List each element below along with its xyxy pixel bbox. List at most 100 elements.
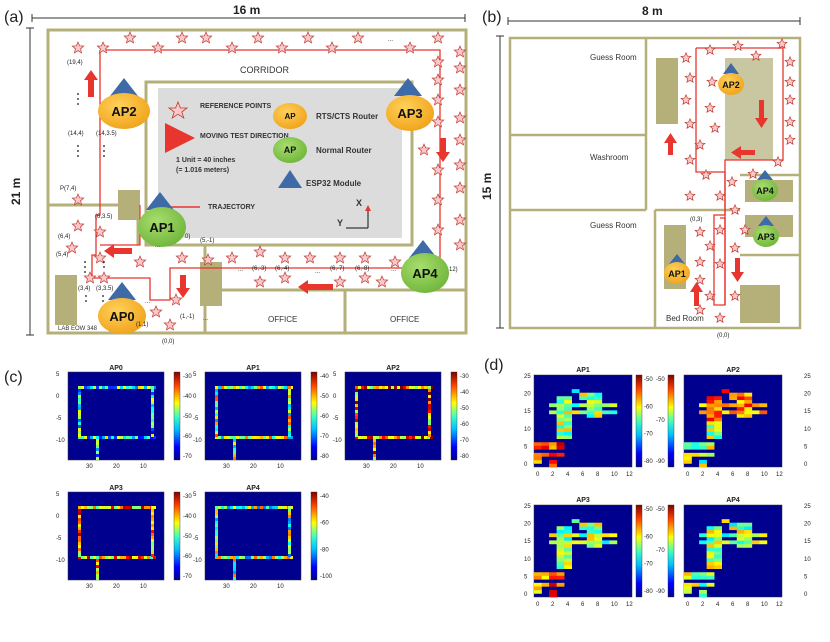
y-tick: -5 xyxy=(56,536,62,542)
y-tick: 10 xyxy=(804,557,811,563)
coord-5-m1: (5,-1) xyxy=(200,238,214,244)
reference-star-icon xyxy=(784,75,796,87)
colorbar-tick: -40 xyxy=(183,394,192,400)
reference-star-icon xyxy=(388,255,402,268)
reference-star-icon xyxy=(93,251,107,264)
y-tick: 0 xyxy=(524,592,528,598)
reference-star-icon xyxy=(133,255,147,268)
heatmap-title: AP1 xyxy=(246,365,260,372)
colorbar-tick: -60 xyxy=(644,534,653,540)
reference-star-icon xyxy=(706,75,718,87)
y-tick: -5 xyxy=(333,416,339,422)
reference-star-icon xyxy=(684,71,696,83)
colorbar-tick: -50 xyxy=(656,377,665,383)
ap0-label-a: AP0 xyxy=(109,309,134,324)
reference-star-icon xyxy=(772,155,784,167)
y-tick: 20 xyxy=(524,392,531,398)
x-tick: 10 xyxy=(277,464,284,470)
y-tick: 5 xyxy=(193,492,197,498)
reference-star-icon xyxy=(709,121,721,133)
reference-star-icon xyxy=(431,223,445,236)
svg-text:AP3: AP3 xyxy=(757,232,775,242)
colorbar-tick: -50 xyxy=(183,534,192,540)
y-tick: 5 xyxy=(193,372,197,378)
reference-star-icon xyxy=(163,318,177,331)
width-dimension-b: 8 m xyxy=(642,4,663,18)
svg-text:AP2: AP2 xyxy=(722,80,740,90)
reference-star-icon xyxy=(784,115,796,127)
svg-text:...: ... xyxy=(155,243,160,249)
colorbar-tick: -60 xyxy=(183,434,192,440)
x-tick: 30 xyxy=(86,584,93,590)
reference-star-icon xyxy=(453,111,467,124)
y-tick: 15 xyxy=(804,539,811,545)
y-tick: 0 xyxy=(193,514,197,520)
reference-star-icon xyxy=(714,189,726,201)
colorbar-tick: -30 xyxy=(183,494,192,500)
reference-star-icon xyxy=(96,41,110,54)
colorbar xyxy=(310,371,318,461)
reference-star-icon xyxy=(453,133,467,146)
x-tick: 4 xyxy=(716,472,720,478)
reference-star-icon xyxy=(431,73,445,86)
reference-star-icon xyxy=(453,83,467,96)
coord-6-35: (6,3.5) xyxy=(95,214,112,220)
x-tick: 12 xyxy=(626,472,633,478)
colorbar-tick: -30 xyxy=(183,374,192,380)
coord-12-partial: 12) xyxy=(449,267,458,273)
panel-label-c: (c) xyxy=(4,369,23,386)
reference-star-icon xyxy=(375,275,389,288)
reference-star-icon xyxy=(700,168,712,180)
svg-text:...: ... xyxy=(238,267,243,273)
y-tick: 5 xyxy=(524,444,528,450)
legend: REFERENCE POINTS MOVING TEST DIRECTION 1… xyxy=(165,100,378,229)
heatmap-title: AP4 xyxy=(726,497,740,504)
reference-star-icon xyxy=(680,51,692,63)
room-guess-1: Guess Room xyxy=(590,53,637,62)
y-tick: 5 xyxy=(56,372,60,378)
x-tick: 20 xyxy=(113,464,120,470)
x-tick: 0 xyxy=(686,602,690,608)
legend-rts: RTS/CTS Router xyxy=(316,112,378,121)
reference-star-icon xyxy=(303,251,317,264)
reference-star-icon xyxy=(169,293,183,306)
y-tick: 25 xyxy=(524,504,531,510)
colorbar xyxy=(450,371,458,461)
reference-star-icon xyxy=(253,275,267,288)
x-tick: 0 xyxy=(536,472,540,478)
colorbar-tick: -70 xyxy=(320,434,329,440)
reference-star-icon xyxy=(175,251,189,264)
reference-star-icon xyxy=(453,238,467,251)
x-tick: 6 xyxy=(731,602,735,608)
colorbar xyxy=(173,491,181,581)
y-tick: 25 xyxy=(804,504,811,510)
star-icon xyxy=(167,100,189,119)
y-tick: 15 xyxy=(524,539,531,545)
y-tick: -10 xyxy=(193,558,202,564)
y-tick: 10 xyxy=(804,427,811,433)
coord-14-35: (14,3.5) xyxy=(96,131,117,137)
reference-star-icon xyxy=(71,219,85,232)
colorbar xyxy=(173,371,181,461)
colorbar-tick: -70 xyxy=(183,574,192,580)
x-tick: 10 xyxy=(611,472,618,478)
colorbar-tick: -90 xyxy=(656,459,665,465)
esp32-icon xyxy=(278,170,302,188)
y-tick: -10 xyxy=(56,438,65,444)
heatmap-title: AP2 xyxy=(386,365,400,372)
reference-star-icon xyxy=(704,239,716,251)
coord-b-0-0: (0,0) xyxy=(717,333,729,339)
x-tick: 4 xyxy=(716,602,720,608)
panel-label-b: (b) xyxy=(482,9,502,26)
axis-y-label: Y xyxy=(337,218,343,228)
reference-star-icon xyxy=(151,41,165,54)
lab-label: LAB EOW 348 xyxy=(58,326,98,332)
coord-6-m3: (6,-3) xyxy=(252,266,266,272)
reference-star-icon xyxy=(251,31,265,44)
x-tick: 0 xyxy=(536,602,540,608)
coord-6-m4: (6,-4) xyxy=(275,266,289,272)
reference-star-icon xyxy=(732,39,744,51)
coord-6-4: (6,4) xyxy=(58,234,70,240)
